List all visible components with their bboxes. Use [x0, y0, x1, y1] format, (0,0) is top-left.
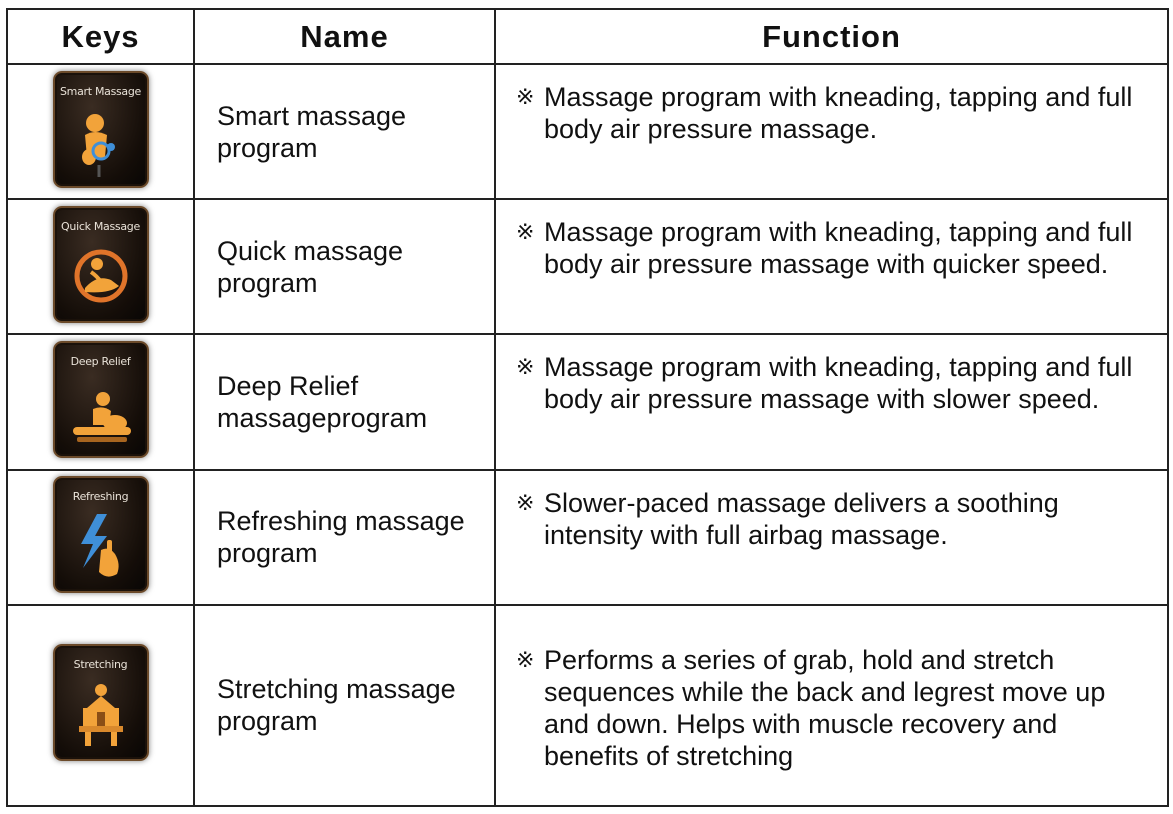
table-row: Deep Relief Deep Relief massageprogram ※…: [6, 333, 1169, 471]
header-name: Name: [193, 8, 496, 65]
table-row: Quick Massage Quick massage program ※ Ma…: [6, 198, 1169, 336]
table-row: Smart Massage Smart massage program ※ Ma…: [6, 62, 1169, 201]
name-cell: Quick massage program: [193, 198, 496, 336]
table-row: Refreshing Refreshing massage program ※ …: [6, 468, 1169, 606]
key-label: Smart Massage: [59, 84, 142, 98]
header-function: Function: [494, 8, 1169, 65]
key-label: Stretching: [73, 658, 128, 672]
reference-mark: ※: [516, 84, 535, 109]
key-label: Quick Massage: [61, 219, 140, 233]
stretching-key[interactable]: Stretching: [52, 644, 149, 762]
header-row: Keys Name Function: [6, 8, 1169, 65]
reference-mark: ※: [516, 354, 535, 380]
function-text: Slower-paced massage delivers a soothing…: [544, 487, 1059, 550]
function-text: Massage program with kneading, tapping a…: [544, 217, 1133, 280]
header-keys: Keys: [6, 8, 195, 65]
smart-massage-key[interactable]: Smart Massage: [52, 70, 149, 188]
key-label: Refreshing: [72, 490, 129, 504]
table-row: Stretching Stretching massage program ※: [6, 603, 1169, 808]
reference-mark: ※: [516, 489, 535, 515]
key-label: Deep Relief: [70, 354, 131, 368]
quick-massage-key[interactable]: Quick Massage: [52, 205, 149, 323]
deep-relief-key[interactable]: Deep Relief: [52, 340, 149, 458]
name-cell: Stretching massage program: [193, 603, 496, 808]
function-text: Massage program with kneading, tapping a…: [544, 82, 1133, 144]
reference-mark: ※: [516, 646, 535, 672]
refreshing-icon: [80, 514, 119, 577]
stretching-icon: [78, 684, 123, 747]
refreshing-key[interactable]: Refreshing: [52, 476, 149, 594]
smart-massage-icon: [81, 113, 115, 177]
function-text: Massage program with kneading, tapping a…: [544, 352, 1133, 415]
function-text: Performs a series of grab, hold and stre…: [544, 644, 1106, 771]
quick-massage-icon: [74, 249, 127, 303]
deep-relief-icon: [72, 391, 131, 442]
reference-mark: ※: [516, 219, 535, 245]
name-cell: Deep Relief massageprogram: [193, 333, 496, 471]
name-cell: Smart massage program: [193, 62, 496, 201]
name-cell: Refreshing massage program: [193, 468, 496, 606]
program-keys-table: Keys Name Function Smart Massage: [6, 8, 1169, 808]
